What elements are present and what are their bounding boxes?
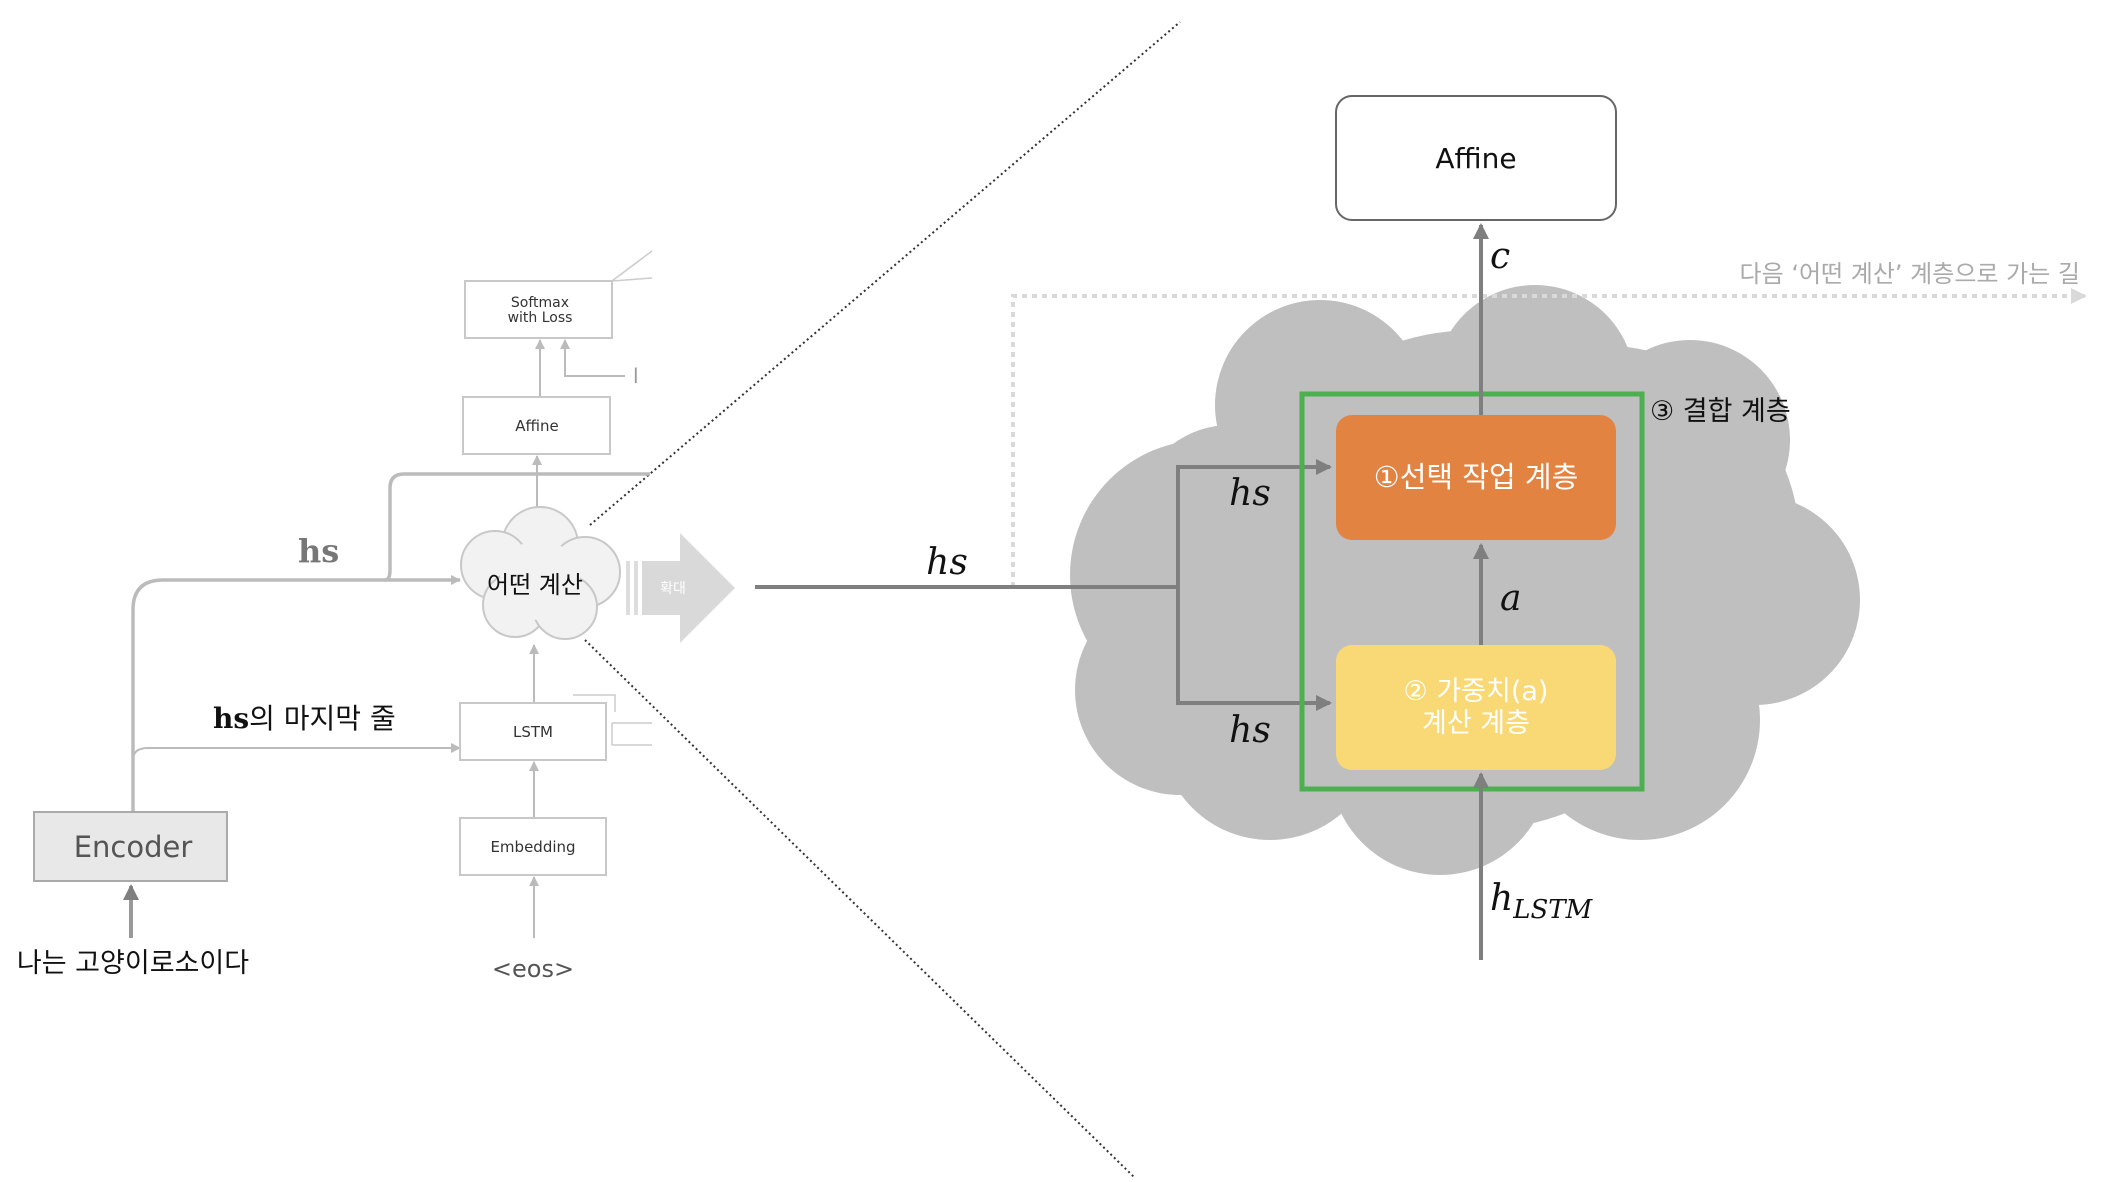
softmax-label-1: Softmax	[511, 295, 569, 311]
select-layer-box: ①선택 작업 계층	[1336, 415, 1616, 540]
hs-last-rest: 의 마지막 줄	[249, 702, 396, 735]
hs-last-bold: hs	[213, 702, 249, 735]
weight-layer-box: ② 가중치(a) 계산 계층	[1336, 645, 1616, 770]
h-subscript: LSTM	[1512, 895, 1593, 925]
affine-box-small: Affine	[462, 396, 611, 455]
c-label: c	[1490, 236, 1510, 277]
combine-layer-box	[1299, 391, 1645, 792]
a-label: a	[1500, 578, 1521, 619]
softmax-out-line	[611, 277, 653, 282]
affine-label-large: Affine	[1435, 142, 1516, 175]
hs-last-label: hs의 마지막 줄	[213, 702, 396, 735]
encoder-label: Encoder	[74, 830, 193, 864]
calc-cloud-small	[460, 506, 621, 640]
combine-layer-label: ③ 결합 계층	[1650, 396, 1791, 427]
hs-to-affine-path	[384, 472, 650, 582]
softmax-box: Softmax with Loss	[464, 280, 613, 339]
label-tick-line	[560, 339, 625, 377]
softmax-out-line-2	[611, 250, 653, 282]
lstm-label: LSTM	[513, 723, 553, 741]
next-path-line	[1011, 288, 2087, 587]
weight-layer-label-1: ② 가중치(a)	[1404, 676, 1549, 707]
expand-label: 확대	[660, 581, 686, 597]
hs-path	[131, 575, 461, 812]
lstm-out-line	[573, 694, 616, 712]
embedding-box: Embedding	[459, 817, 607, 876]
softmax-label-2: with Loss	[508, 310, 573, 326]
affine-label-small: Affine	[515, 417, 559, 435]
encoder-box: Encoder	[33, 811, 228, 882]
hs-bottom-label: hs	[1229, 710, 1271, 751]
affine-box-large: Affine	[1335, 95, 1617, 221]
hs-label-small: hs	[298, 532, 339, 570]
zoom-line-top	[589, 21, 1181, 526]
calc-label: 어떤 계산	[487, 571, 583, 599]
hs-to-weight	[1176, 587, 1332, 711]
weight-layer-label-2: 계산 계층	[1422, 708, 1530, 739]
hs-top-label: hs	[1229, 473, 1271, 514]
h-letter: h	[1490, 878, 1513, 919]
hs-to-select	[1176, 459, 1332, 587]
eos-label: <eos>	[492, 955, 574, 983]
expand-arrow: 확대	[626, 533, 735, 643]
next-path-label: 다음 ‘어떤 계산’ 계층으로 가는 길	[1740, 260, 2080, 288]
encoder-input: 나는 고양이로소이다	[17, 948, 249, 979]
hs-last-path	[132, 743, 461, 761]
lstm-box: LSTM	[459, 702, 607, 761]
select-layer-label: ①선택 작업 계층	[1374, 460, 1579, 494]
embedding-label: Embedding	[490, 838, 575, 856]
label-tick: l	[633, 364, 639, 388]
hs-main-label: hs	[926, 542, 968, 583]
zoom-line-bottom	[584, 639, 1136, 1179]
h-lstm-label: hLSTM	[1490, 878, 1594, 925]
